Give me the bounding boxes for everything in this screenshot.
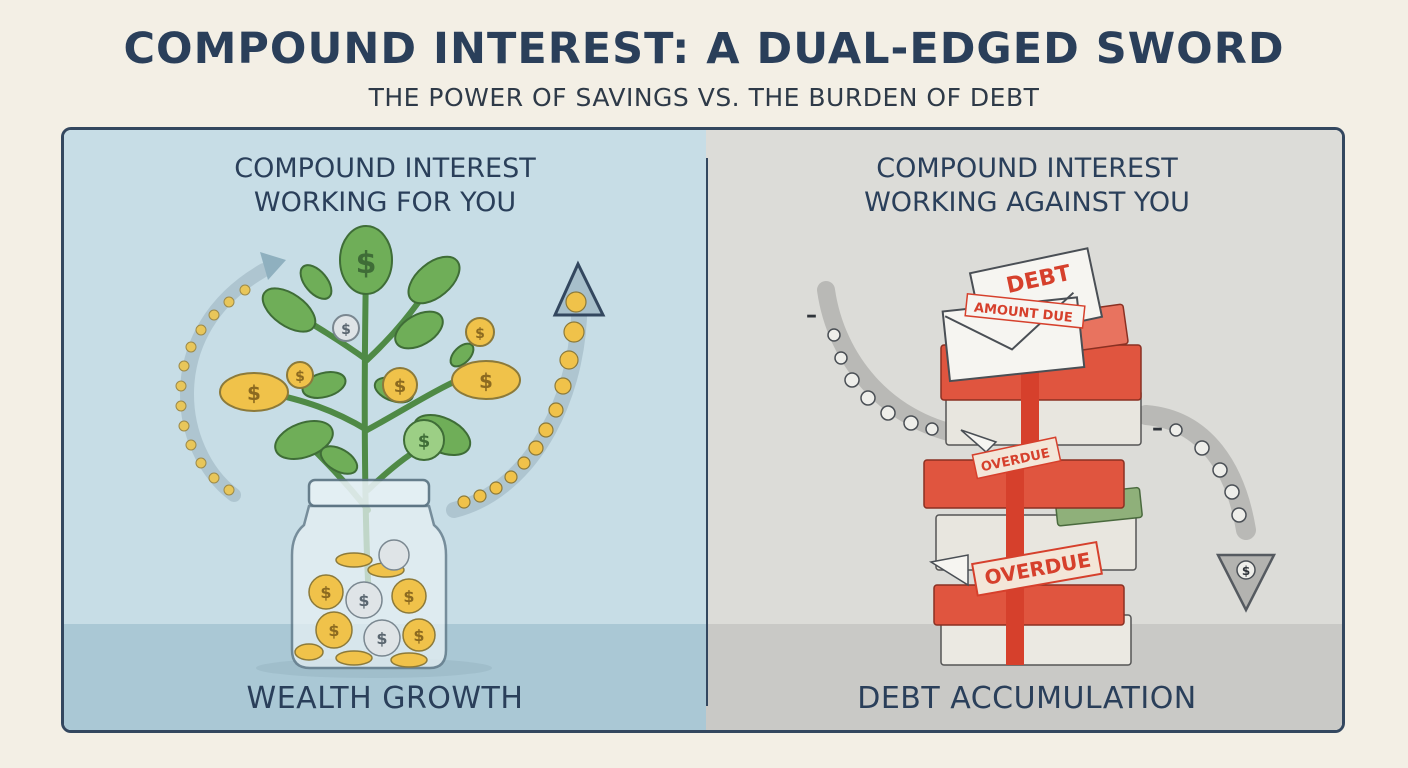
arrow-dollar-icon: $: [1242, 564, 1250, 578]
debt-heading-line2: WORKING AGAINST YOU: [864, 187, 1190, 218]
jar-coin-dollar-icon: $: [328, 621, 339, 640]
leaf-dollar-icon: $: [356, 246, 377, 281]
growth-arrow-left: [175, 252, 286, 502]
savings-illustration: $ $ $ $ $ $ $ $: [175, 225, 606, 678]
page-title: COMPOUND INTEREST: A DUAL-EDGED SWORD: [123, 24, 1285, 74]
page-subtitle: THE POWER OF SAVINGS VS. THE BURDEN OF D…: [368, 83, 1040, 112]
jar-coin-dollar-icon: $: [320, 583, 331, 602]
savings-footer: WEALTH GROWTH: [246, 681, 524, 716]
growth-arrow-right: [446, 260, 606, 518]
coin-dollar-icon: $: [475, 326, 485, 342]
debt-heading: COMPOUND INTEREST WORKING AGAINST YOU: [706, 152, 1342, 220]
minus-icon: –: [806, 303, 817, 328]
coin-dollar-icon: $: [418, 431, 431, 452]
debt-arrow-left: –: [806, 281, 970, 444]
debt-footer: DEBT ACCUMULATION: [857, 681, 1197, 716]
panel-divider: [706, 158, 708, 706]
jar-coin-dollar-icon: $: [358, 591, 369, 610]
savings-heading: COMPOUND INTEREST WORKING FOR YOU: [64, 152, 706, 220]
savings-jar: $ $ $ $ $ $: [256, 478, 492, 678]
coin-dollar-icon: $: [479, 369, 493, 393]
coin-dollar-icon: $: [341, 322, 351, 338]
comparison-frame: COMPOUND INTEREST WORKING FOR YOU: [61, 127, 1345, 733]
savings-panel: COMPOUND INTEREST WORKING FOR YOU: [64, 130, 706, 730]
jar-coin-dollar-icon: $: [413, 626, 424, 645]
minus-icon: –: [1152, 416, 1163, 441]
savings-heading-line1: COMPOUND INTEREST: [234, 153, 536, 184]
coin-dollar-icon: $: [247, 381, 261, 405]
jar-coin-dollar-icon: $: [376, 629, 387, 648]
arrow-head-icon: [260, 252, 286, 280]
coin-dollar-icon: $: [295, 369, 305, 385]
debt-heading-line1: COMPOUND INTEREST: [876, 153, 1178, 184]
debt-panel: COMPOUND INTEREST WORKING AGAINST YOU – …: [706, 130, 1342, 730]
coin-dollar-icon: $: [394, 376, 407, 397]
savings-heading-line2: WORKING FOR YOU: [253, 187, 517, 218]
jar-coin-dollar-icon: $: [403, 587, 414, 606]
debt-illustration: – $ –: [806, 247, 1277, 666]
plant-coins: [219, 314, 521, 461]
debt-arrow-right: $ –: [1136, 405, 1277, 613]
arrow-down-icon: [1215, 553, 1277, 613]
